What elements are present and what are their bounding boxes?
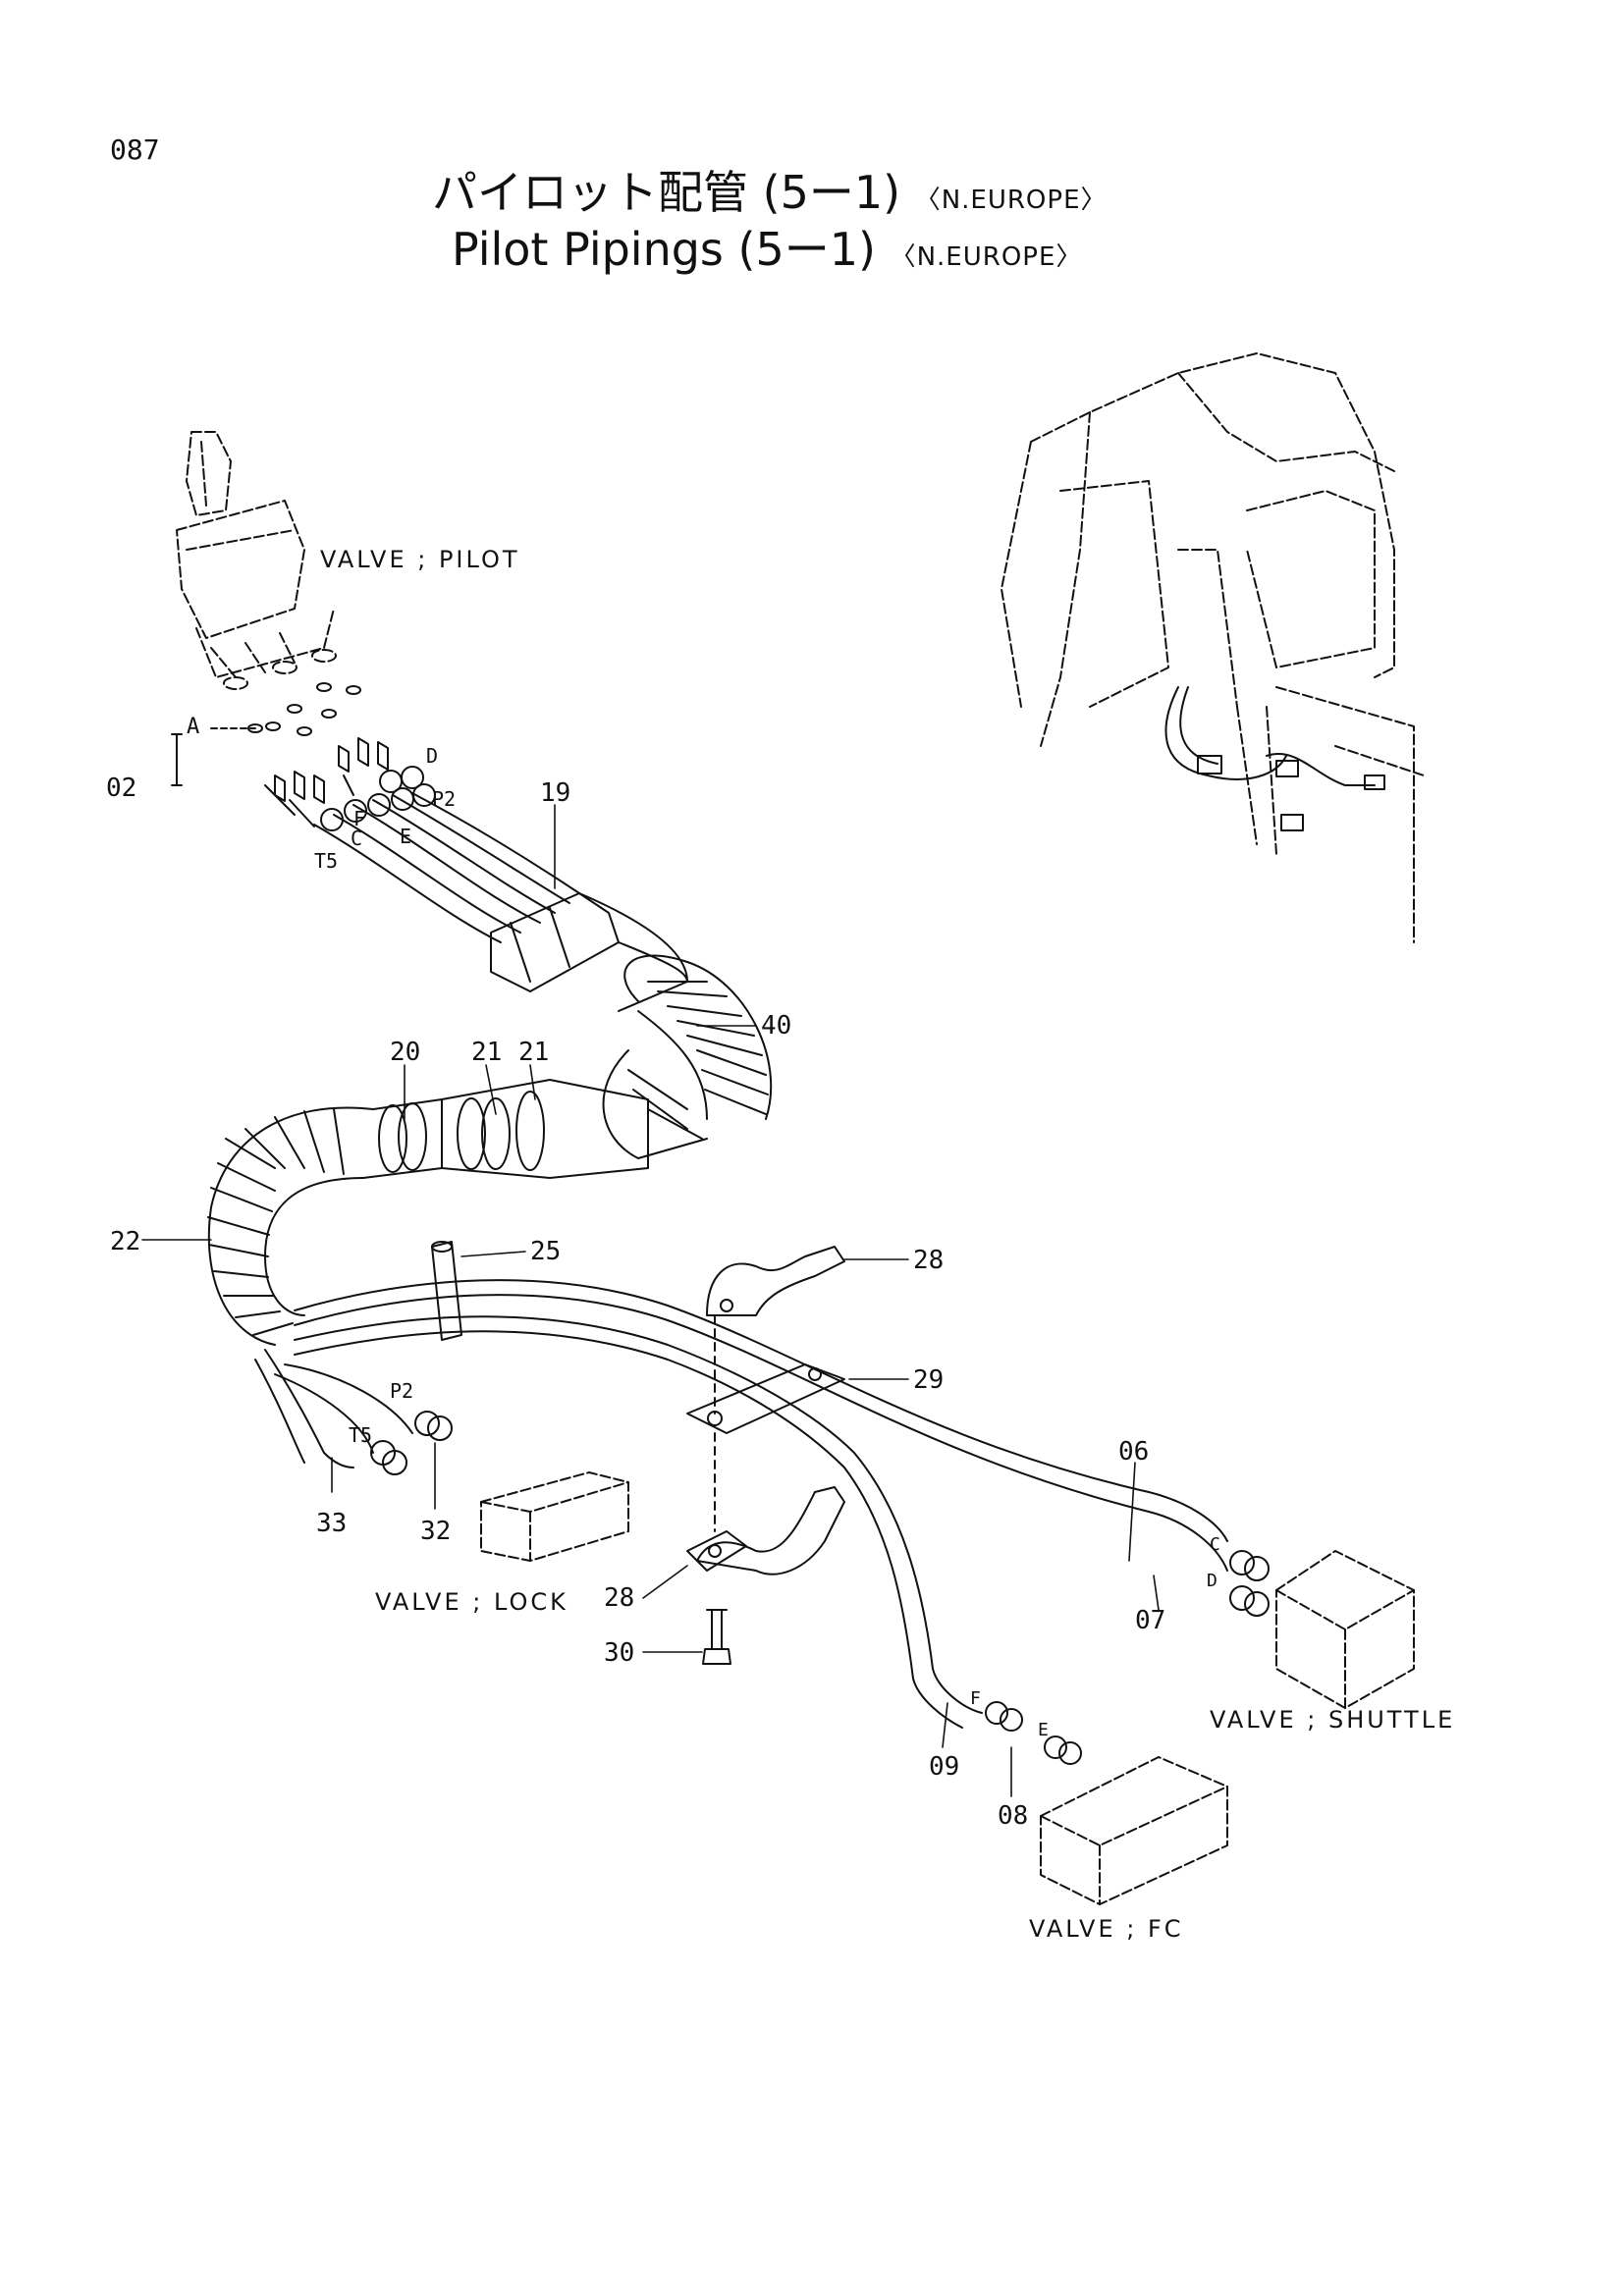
part-number-22: 22 [110,1227,141,1256]
title-english: Pilot Pipings (5ー1) 〈N.EUROPE〉 [452,214,1082,279]
part-number-02: 02 [106,774,137,803]
region-tag: 〈N.EUROPE〉 [890,242,1083,272]
part-number-09: 09 [929,1752,960,1782]
valve-shuttle-box [1276,1551,1414,1708]
spiral-wrap-22 [208,1107,373,1345]
adapters-02 [265,738,388,827]
port-label-c-lower: C [1210,1534,1220,1555]
bracket-a-ticks [172,734,182,785]
part-number-33: 33 [316,1509,348,1538]
part-number-29: 29 [913,1365,945,1395]
corrugated-hose-40 [604,956,772,1158]
port-label-p2-lower: P2 [390,1379,414,1403]
clamp-25 [432,1242,461,1340]
part-number-21b: 21 [518,1038,550,1067]
port-label-e-upper: E [400,825,412,848]
hose-bundle-lower [255,1280,1227,1728]
title-japanese-text: パイロット配管 (5ー1) [432,166,901,219]
part-number-08: 08 [998,1801,1029,1831]
port-label-t5-lower: T5 [349,1423,373,1447]
valve-fc-box [1041,1757,1227,1904]
part-number-21a: 21 [471,1038,503,1067]
port-label-f-upper: F [353,807,366,830]
label-valve-shuttle: VALVE ; SHUTTLE [1210,1706,1456,1734]
hose-protector-19 [491,893,687,1011]
port-label-d: D [426,744,439,768]
lock-valve-fittings [371,1412,452,1474]
title-japanese: パイロット配管 (5ー1) 〈N.EUROPE〉 [432,157,1108,222]
part-number-30: 30 [604,1638,635,1668]
shuttle-fittings [1230,1551,1269,1616]
part-number-28-lower: 28 [604,1583,635,1613]
pilot-valve-illustration [177,432,336,689]
port-label-c-upper: C [351,827,363,850]
port-label-d-lower: D [1207,1571,1217,1591]
fc-fittings [986,1702,1081,1764]
label-valve-fc: VALVE ; FC [1029,1915,1184,1943]
clamp-28-upper [707,1247,844,1315]
cab-illustration [1001,353,1424,942]
part-number-06: 06 [1118,1437,1150,1467]
port-label-a: A [187,715,200,739]
part-number-07: 07 [1135,1606,1166,1635]
leader-lines [142,805,1159,1796]
port-label-p2-upper: P2 [432,787,457,811]
clamp-28-lower [687,1487,844,1575]
hose-bundle-upper [314,793,579,942]
cab-harness [1166,687,1384,830]
part-number-19: 19 [540,778,571,808]
part-number-32: 32 [420,1517,452,1546]
part-number-25: 25 [530,1237,562,1266]
label-valve-lock: VALVE ; LOCK [375,1588,568,1616]
part-number-40: 40 [761,1011,792,1041]
page-number: 087 [110,133,160,166]
sleeves-20-21 [363,1080,648,1178]
region-tag: 〈N.EUROPE〉 [914,186,1108,215]
title-english-text: Pilot Pipings (5ー1) [452,223,876,276]
part-number-28-upper: 28 [913,1246,945,1275]
port-label-t5-upper: T5 [314,849,339,873]
port-label-f-lower: F [970,1688,981,1709]
port-washers [248,683,360,735]
upper-fittings [321,767,435,830]
plate-29 [687,1315,844,1531]
label-valve-pilot: VALVE ; PILOT [320,546,520,573]
bolt-30 [703,1610,730,1664]
port-label-e-lower: E [1038,1720,1049,1740]
part-number-20: 20 [390,1038,421,1067]
valve-lock-box [481,1472,628,1561]
